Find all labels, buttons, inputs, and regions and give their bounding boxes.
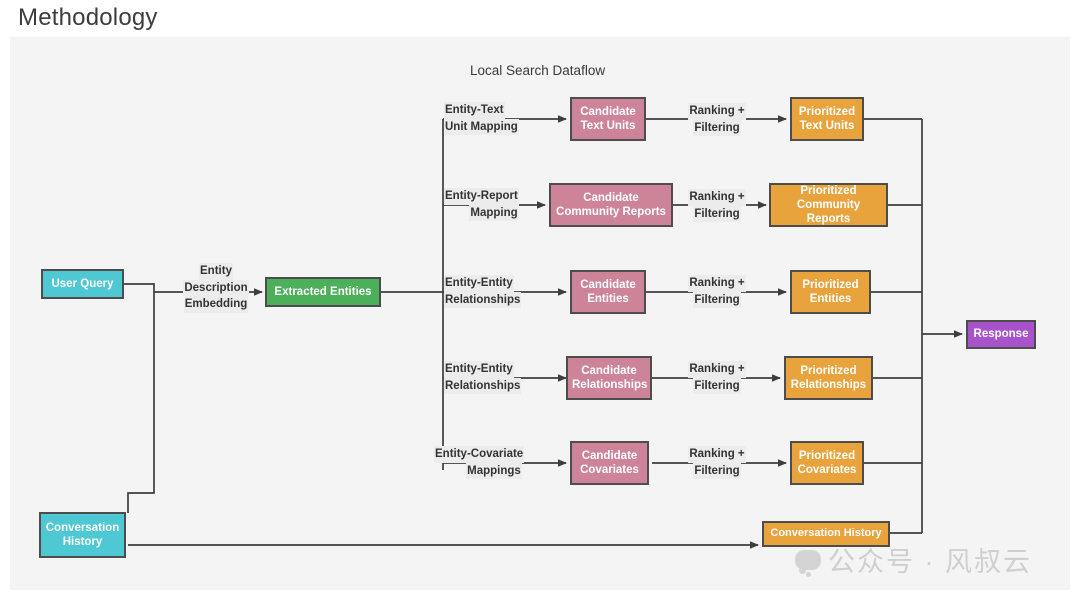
node-conversation-history[interactable]: Conversation History	[39, 512, 126, 558]
node-conversation-history-line2: History	[62, 536, 103, 548]
node-prioritized-entities-line2: Entities	[809, 293, 852, 305]
node-user-query[interactable]: User Query	[41, 269, 124, 299]
edge-label-ranking-3-line1: Ranking +	[688, 275, 746, 292]
edge-label-ranking-3-line2: Filtering	[693, 291, 741, 309]
edge-label-embedding-line1: Entity	[199, 263, 233, 280]
node-candidate-relationships-line2: Relationships	[572, 379, 648, 391]
node-extracted-entities[interactable]: Extracted Entities	[265, 277, 381, 307]
edge-label-report-mapping-line2: Mapping	[469, 204, 519, 222]
node-candidate-covariates[interactable]: Candidate Covariates	[570, 441, 649, 485]
node-prioritized-community-reports-line1: Prioritized	[800, 184, 857, 197]
edge-label-covariate-mapping-line2: Mappings	[466, 462, 522, 480]
node-prioritized-relationships-line1: Prioritized	[800, 364, 857, 377]
edge-label-ranking-filtering-5: Ranking + Filtering	[681, 446, 753, 480]
node-candidate-entities-line1: Candidate	[580, 278, 636, 291]
edge-label-ranking-filtering-4: Ranking + Filtering	[681, 361, 753, 395]
node-candidate-text-units-line1: Candidate	[580, 105, 636, 118]
node-prioritized-text-units-line2: Text Units	[799, 120, 855, 132]
node-prioritized-entities[interactable]: Prioritized Entities	[790, 270, 871, 314]
node-candidate-community-reports[interactable]: Candidate Community Reports	[549, 183, 673, 227]
dataflow-title: Local Search Dataflow	[470, 63, 606, 78]
node-candidate-covariates-line1: Candidate	[581, 449, 638, 462]
edge-label-ranking-1-line2: Filtering	[693, 119, 741, 137]
node-prioritized-covariates-line2: Covariates	[797, 464, 857, 476]
edge-label-embedding-line2: Description	[183, 279, 249, 297]
node-candidate-entities[interactable]: Candidate Entities	[570, 270, 646, 314]
edge-label-ranking-filtering-1: Ranking + Filtering	[681, 103, 753, 137]
node-prioritized-text-units[interactable]: Prioritized Text Units	[790, 97, 864, 141]
node-candidate-community-reports-line1: Candidate	[583, 191, 639, 204]
node-user-query-label: User Query	[51, 277, 114, 290]
edge-label-entity-covariate-mappings: Entity-Covariate Mappings	[434, 446, 554, 480]
node-candidate-covariates-line2: Covariates	[580, 464, 639, 476]
node-prioritized-entities-line1: Prioritized	[802, 278, 859, 291]
watermark: 公众号 · 风叔云	[795, 540, 1032, 579]
edge-label-ranking-2-line2: Filtering	[693, 205, 741, 223]
edge-label-text-unit-mapping-line2: Unit Mapping	[444, 118, 519, 136]
node-extracted-entities-label: Extracted Entities	[274, 285, 372, 298]
edge-label-ranking-filtering-3: Ranking + Filtering	[681, 275, 753, 309]
edge-label-entity-relationships-1-line2: Relationships	[444, 291, 522, 309]
node-prioritized-community-reports[interactable]: Prioritized Community Reports	[769, 183, 888, 227]
edge-label-entity-description-embedding: Entity Description Embedding	[176, 263, 256, 314]
edge-label-report-mapping-line1: Entity-Report	[444, 188, 519, 205]
node-candidate-entities-line2: Entities	[587, 293, 629, 305]
edge-label-ranking-4-line1: Ranking +	[688, 361, 746, 378]
edge-label-entity-relationships-2-line1: Entity-Entity	[444, 361, 514, 378]
edge-label-ranking-2-line1: Ranking +	[688, 189, 746, 206]
node-response[interactable]: Response	[966, 320, 1036, 349]
edge-label-covariate-mapping-line1: Entity-Covariate	[434, 446, 525, 463]
edge-label-embedding-line3: Embedding	[183, 296, 249, 314]
edge-label-entity-entity-relationships-2: Entity-Entity Relationships	[444, 361, 554, 395]
edge-label-text-unit-mapping-line1: Entity-Text	[444, 102, 505, 119]
node-candidate-community-reports-line2: Community Reports	[556, 206, 666, 218]
edge-label-ranking-filtering-2: Ranking + Filtering	[681, 189, 753, 223]
edge-label-ranking-4-line2: Filtering	[693, 377, 741, 395]
node-prioritized-covariates[interactable]: Prioritized Covariates	[790, 441, 864, 485]
edge-label-ranking-1-line1: Ranking +	[688, 103, 746, 120]
node-prioritized-text-units-line1: Prioritized	[798, 105, 856, 118]
node-prioritized-relationships[interactable]: Prioritized Relationships	[784, 356, 873, 400]
edge-label-entity-report-mapping: Entity-Report Mapping	[444, 188, 544, 222]
edge-label-entity-relationships-2-line2: Relationships	[444, 377, 522, 395]
diagram-canvas	[10, 37, 1070, 590]
node-prioritized-covariates-line1: Prioritized	[798, 449, 856, 462]
chat-bubble-icon	[795, 549, 821, 577]
node-candidate-text-units-line2: Text Units	[580, 120, 636, 132]
edge-label-ranking-5-line2: Filtering	[693, 462, 741, 480]
node-prioritized-community-reports-line2: Community Reports	[796, 199, 861, 226]
node-response-label: Response	[973, 328, 1029, 341]
node-prioritized-conversation-history-label: Conversation History	[770, 527, 882, 540]
edge-label-entity-relationships-1-line1: Entity-Entity	[444, 275, 514, 292]
node-candidate-relationships-line1: Candidate	[581, 364, 637, 377]
node-prioritized-relationships-line2: Relationships	[790, 379, 867, 391]
node-conversation-history-line1: Conversation	[45, 521, 120, 534]
node-candidate-text-units[interactable]: Candidate Text Units	[570, 97, 646, 141]
edge-label-entity-entity-relationships-1: Entity-Entity Relationships	[444, 275, 554, 309]
page-title: Methodology	[18, 4, 158, 31]
watermark-text: 公众号 · 风叔云	[828, 547, 1032, 577]
node-candidate-relationships[interactable]: Candidate Relationships	[566, 356, 652, 400]
node-prioritized-conversation-history[interactable]: Conversation History	[762, 521, 890, 547]
edge-label-ranking-5-line1: Ranking +	[688, 446, 746, 463]
edge-label-entity-text-unit-mapping: Entity-Text Unit Mapping	[444, 102, 564, 136]
